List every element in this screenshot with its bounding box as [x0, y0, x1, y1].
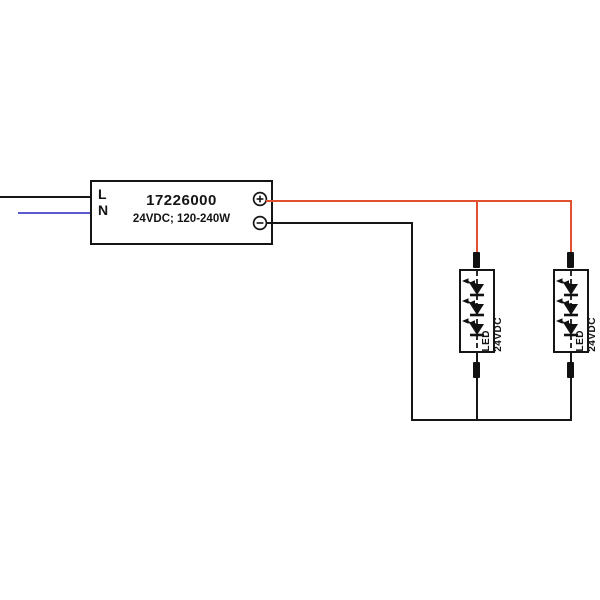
led-module-2-box [553, 269, 589, 353]
terminal-l-label: L [98, 186, 107, 202]
led-diode-icon [556, 318, 578, 337]
led-diode-icon [462, 318, 484, 337]
module-1-voltage-label: 24VDC [493, 317, 504, 352]
led-diode-icon [556, 298, 578, 317]
module-2-return-wire [570, 353, 572, 420]
led-diode-icon [462, 298, 484, 317]
module-2-voltage-label: 24VDC [587, 317, 598, 352]
positive-wire-drop-module-2 [570, 201, 572, 253]
module-2-top-connector [567, 252, 574, 268]
negative-wire-vertical [411, 222, 413, 421]
terminal-n-label: N [98, 202, 109, 218]
led-module-1-diodes-icon [462, 271, 484, 351]
led-module-1-box [459, 269, 495, 353]
return-wire-bottom [411, 419, 572, 421]
module-1-bottom-connector [473, 362, 480, 378]
module-2-bottom-connector [567, 362, 574, 378]
positive-wire-horizontal [266, 200, 572, 202]
driver-part-number: 17226000 [146, 192, 217, 209]
mains-live-wire [0, 196, 96, 198]
module-1-return-wire [476, 353, 478, 420]
mains-neutral-wire [18, 212, 90, 214]
driver-rating: 24VDC; 120-240W [132, 213, 231, 225]
module-1-top-connector [473, 252, 480, 268]
negative-wire-horizontal [266, 222, 413, 224]
led-diode-icon [462, 278, 484, 297]
led-driver-box: L N 17226000 24VDC; 120-240W [90, 180, 273, 245]
module-2-led-label: LED [575, 329, 586, 352]
positive-wire-drop-module-1 [476, 201, 478, 253]
plus-terminal-icon [252, 191, 268, 207]
led-diode-icon [556, 278, 578, 297]
module-1-led-label: LED [481, 329, 492, 352]
led-module-2-diodes-icon [556, 271, 578, 351]
